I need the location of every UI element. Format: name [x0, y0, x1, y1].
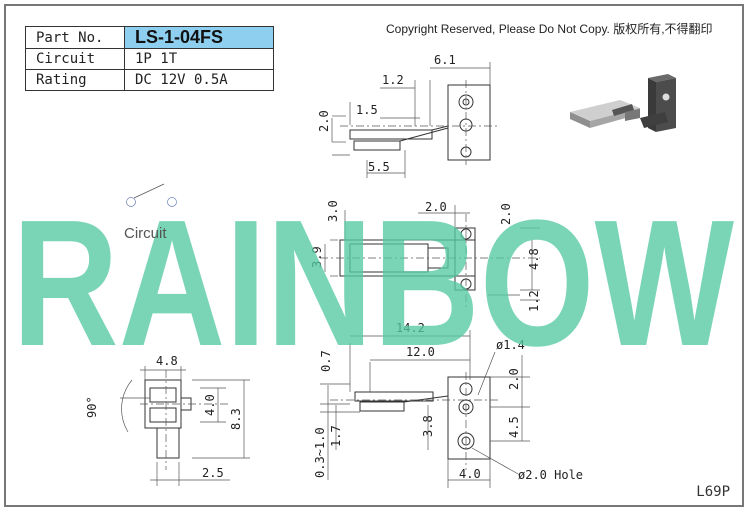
circuit-caption: Circuit	[124, 225, 167, 242]
dim-bot-14-2: 14.2	[396, 321, 425, 335]
dim-top-2-0: 2.0	[317, 110, 331, 132]
dim-bot-hole-1-4: ø1.4	[496, 338, 525, 352]
product-3d-thumbnail	[570, 74, 676, 132]
dim-bot-1-7: 1.7	[329, 425, 343, 447]
dim-top-1-2: 1.2	[382, 73, 404, 87]
left-view	[120, 366, 250, 486]
spec-row-part-no: Part No. LS-1-04FS	[25, 26, 274, 49]
dim-mid-2-0-a: 2.0	[425, 200, 447, 214]
rating-value: DC 12V 0.5A	[124, 69, 274, 91]
copyright-notice: Copyright Reserved, Please Do Not Copy. …	[386, 22, 713, 36]
dim-bot-0-3-1-0: 0.3~1.0	[313, 427, 327, 478]
dim-bot-3-8: 3.8	[421, 415, 435, 437]
dim-top-6-1: 6.1	[434, 53, 456, 67]
spec-row-rating: Rating DC 12V 0.5A	[25, 69, 274, 91]
top-view	[331, 62, 500, 178]
dim-mid-4-8: 4.8	[527, 248, 541, 270]
part-no-value: LS-1-04FS	[124, 26, 274, 49]
dim-bot-hole-2-0: ø2.0 Hole	[518, 468, 583, 482]
dim-mid-3-0: 3.0	[326, 200, 340, 222]
dim-left-4-0: 4.0	[203, 394, 217, 416]
brand-watermark: RAINBOW	[12, 183, 734, 384]
dim-bot-2-0: 2.0	[507, 368, 521, 390]
dim-top-1-5: 1.5	[356, 103, 378, 117]
middle-view	[320, 205, 540, 310]
model-code: L69P	[696, 484, 730, 500]
dim-mid-1-2: 1.2	[527, 290, 541, 312]
rating-label: Rating	[25, 69, 125, 91]
dim-mid-2-0-b: 2.0	[499, 203, 513, 225]
dim-left-4-8: 4.8	[156, 354, 178, 368]
dim-bot-4-5: 4.5	[507, 416, 521, 438]
spec-table: Part No. LS-1-04FS Circuit 1P 1T Rating …	[25, 26, 274, 91]
bottom-view	[320, 330, 530, 488]
dim-top-5-5: 5.5	[368, 160, 390, 174]
dim-bot-12-0: 12.0	[406, 345, 435, 359]
dim-left-90-deg: 90°	[85, 396, 99, 418]
circuit-symbol	[126, 183, 177, 207]
dim-bot-0-7: 0.7	[319, 350, 333, 372]
dim-left-8-3: 8.3	[229, 408, 243, 430]
spec-row-circuit: Circuit 1P 1T	[25, 48, 274, 70]
drawing-frame	[4, 4, 744, 507]
dim-left-2-5: 2.5	[202, 466, 224, 480]
dim-bot-4-0: 4.0	[459, 467, 481, 481]
dim-mid-3-9: 3.9	[310, 246, 324, 268]
circuit-value: 1P 1T	[124, 48, 274, 70]
dimension-labels: 6.1 1.2 2.0 1.5 5.5 2.0 2.0 3.0 3.9 4.8 …	[85, 53, 583, 482]
